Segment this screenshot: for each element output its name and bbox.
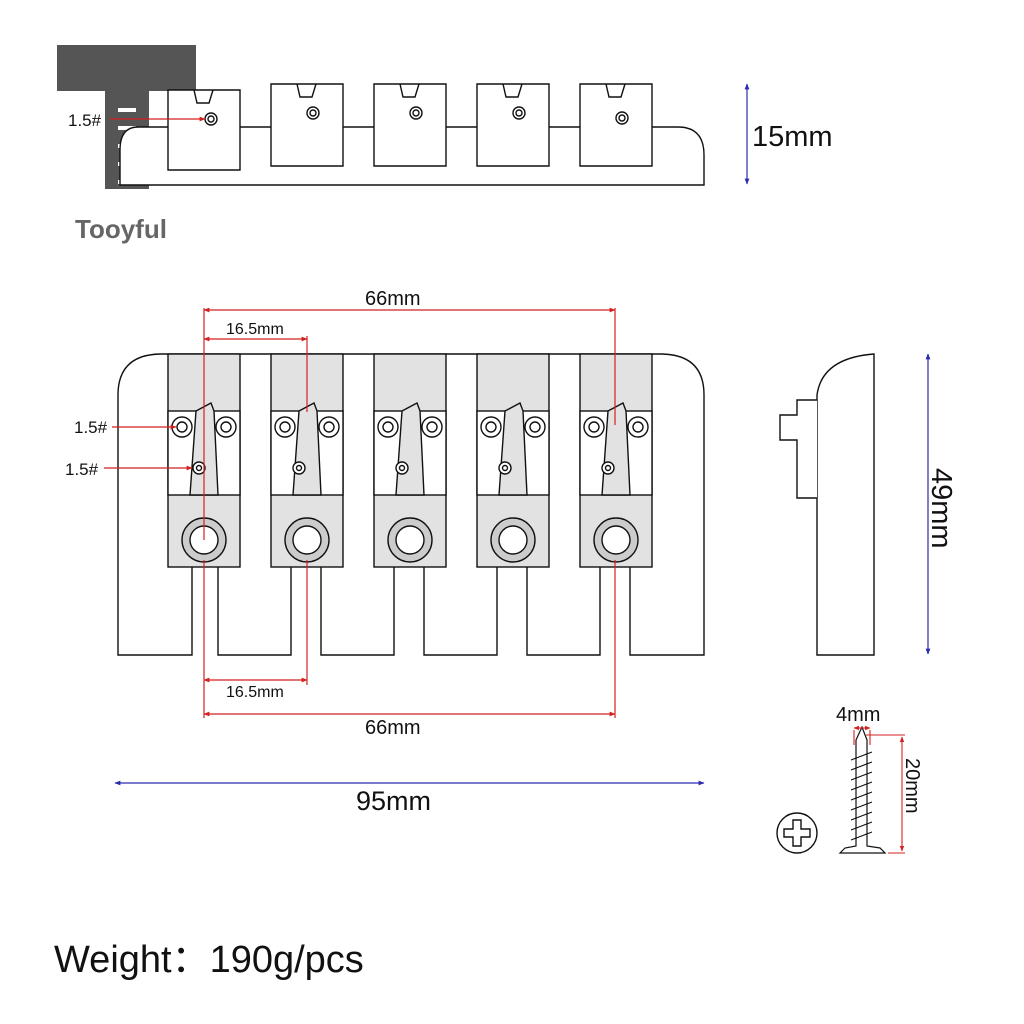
screw-diameter-label: 4mm <box>836 704 880 726</box>
brand-name: Tooyful <box>75 214 167 244</box>
top-view <box>119 83 705 186</box>
svg-text:49mm: 49mm <box>925 468 957 549</box>
screw-label-lower: 1.5# <box>65 460 99 479</box>
top-height-dimension: 15mm <box>744 83 833 185</box>
bottom-spacing-label: 16.5mm <box>226 684 284 701</box>
saddle-intonation-screws <box>192 461 615 475</box>
screw-length-label: 20mm <box>901 758 923 814</box>
main-view <box>117 353 705 656</box>
svg-text:95mm: 95mm <box>356 786 431 816</box>
screw-dimensions <box>853 725 905 854</box>
width-dimension: 95mm <box>114 780 705 816</box>
screw-head-icon <box>776 812 818 854</box>
top-span-label: 66mm <box>365 288 421 310</box>
weight-text: Weight：190g/pcs <box>54 939 364 981</box>
screw-drawing <box>838 725 887 854</box>
svg-text:1.5#: 1.5# <box>68 111 102 130</box>
bottom-span-label: 66mm <box>365 717 421 739</box>
top-spacing-label: 16.5mm <box>226 321 284 338</box>
side-height-dimension: 49mm <box>925 353 957 655</box>
svg-text:15mm: 15mm <box>752 121 833 153</box>
saddle-height-screws <box>171 416 649 438</box>
main-dimension-lines <box>104 307 616 718</box>
top-view-saddles <box>167 83 653 171</box>
screw-label-upper: 1.5# <box>74 418 108 437</box>
top-screw-callout: 1.5# <box>68 111 206 130</box>
side-view <box>779 353 875 656</box>
top-view-screws <box>204 106 629 126</box>
